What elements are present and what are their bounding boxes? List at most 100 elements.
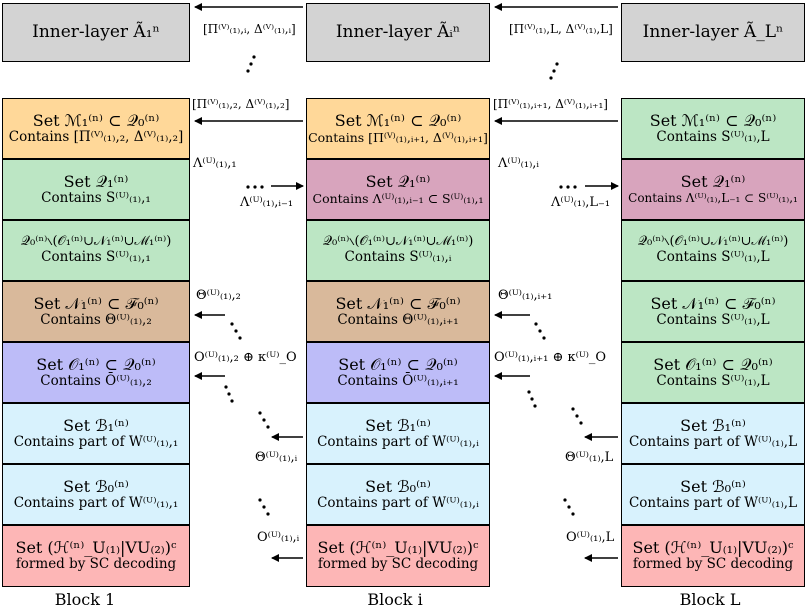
set-block-L-b1: Set ℬ₁⁽ⁿ⁾Contains part of W⁽ᵁ⁾₍₁₎,L: [621, 403, 805, 464]
label-o-L: O⁽ᵁ⁾₍₁₎,L: [566, 530, 615, 545]
set-block-1-o1: Set 𝒪₁⁽ⁿ⁾ ⊂ 𝒬₀⁽ⁿ⁾Contains Ō⁽ᵁ⁾₍₁₎,₂: [2, 342, 190, 403]
set-title: Set 𝒬₁⁽ⁿ⁾: [63, 171, 129, 191]
set-block-i-q1: Set 𝒬₁⁽ⁿ⁾Contains Λ⁽ᵁ⁾₍₁₎,ᵢ₋₁ ⊂ S⁽ᵁ⁾₍₁₎,…: [306, 159, 490, 220]
set-contents: Contains S⁽ᵁ⁾₍₁₎,L: [656, 311, 770, 328]
set-block-1-b0: Set ℬ₀⁽ⁿ⁾Contains part of W⁽ᵁ⁾₍₁₎,₁: [2, 464, 190, 525]
ellipsis-dot: [534, 322, 538, 326]
ellipsis-dot: [246, 69, 250, 73]
header-label: Inner-layer Ã_Lⁿ: [642, 21, 784, 42]
inner-layer-header-i: Inner-layer Ãᵢⁿ: [306, 3, 490, 62]
set-title: Set 𝒬₁⁽ⁿ⁾: [365, 172, 431, 192]
set-block-L-n1: Set 𝒩₁⁽ⁿ⁾ ⊂ ℱ₀⁽ⁿ⁾Contains S⁽ᵁ⁾₍₁₎,L: [621, 281, 805, 342]
set-title: Set 𝒬₁⁽ⁿ⁾: [680, 172, 746, 192]
ellipsis-dot: [258, 411, 262, 415]
ellipsis-dot: [563, 498, 567, 502]
block-label-L: Block L: [679, 590, 741, 609]
ellipsis-dot: [571, 407, 575, 411]
set-block-1-b1: Set ℬ₁⁽ⁿ⁾Contains part of W⁽ᵁ⁾₍₁₎,₁: [2, 403, 190, 464]
ellipsis-dot: [559, 185, 563, 189]
set-block-i-b1: Set ℬ₁⁽ⁿ⁾Contains part of W⁽ᵁ⁾₍₁₎,ᵢ: [306, 403, 490, 464]
set-block-1-q1: Set 𝒬₁⁽ⁿ⁾Contains S⁽ᵁ⁾₍₁₎,₁: [2, 159, 190, 220]
label-lambda-im1: Λ⁽ᵁ⁾₍₁₎,ᵢ₋₁: [240, 195, 294, 210]
label-o-i1: O⁽ᵁ⁾₍₁₎,ᵢ₊₁ ⊕ κ⁽ᵁ⁾_O: [494, 350, 607, 365]
set-title: Set 𝒪₁⁽ⁿ⁾ ⊂ 𝒬₀⁽ⁿ⁾: [338, 354, 458, 374]
set-block-L-o1: Set 𝒪₁⁽ⁿ⁾ ⊂ 𝒬₀⁽ⁿ⁾Contains S⁽ᵁ⁾₍₁₎,L: [621, 342, 805, 403]
set-contents: Contains S⁽ᵁ⁾₍₁₎,ᵢ: [344, 249, 452, 266]
set-contents: Contains S⁽ᵁ⁾₍₁₎,L: [656, 128, 770, 145]
set-title: 𝒬₀⁽ⁿ⁾∖(𝒪₁⁽ⁿ⁾∪𝒩₁⁽ⁿ⁾∪ℳ₁⁽ⁿ⁾): [322, 234, 474, 250]
set-contents: Contains S⁽ᵁ⁾₍₁₎,L: [656, 372, 770, 389]
set-block-i-m1: Set ℳ₁⁽ⁿ⁾ ⊂ 𝒬₀⁽ⁿ⁾Contains [Π⁽ⱽ⁾₍₁₎,ᵢ₊₁, …: [306, 98, 490, 159]
ellipsis-dot: [249, 62, 253, 66]
set-contents: formed by SC decoding: [632, 556, 794, 573]
set-title: Set ℬ₁⁽ⁿ⁾: [365, 415, 431, 435]
ellipsis-dot: [262, 418, 266, 422]
set-title: Set 𝒩₁⁽ⁿ⁾ ⊂ ℱ₀⁽ⁿ⁾: [335, 293, 461, 313]
set-title: Set 𝒪₁⁽ⁿ⁾ ⊂ 𝒬₀⁽ⁿ⁾: [653, 354, 773, 374]
set-contents: Contains Λ⁽ᵁ⁾₍₁₎,L₋₁ ⊂ S⁽ᵁ⁾₍₁₎,₁: [628, 190, 798, 205]
set-contents: Contains Ō⁽ᵁ⁾₍₁₎,₂: [40, 372, 152, 389]
ellipsis-dot: [266, 425, 270, 429]
set-title: 𝒬₀⁽ⁿ⁾∖(𝒪₁⁽ⁿ⁾∪𝒩₁⁽ⁿ⁾∪ℳ₁⁽ⁿ⁾): [637, 234, 789, 250]
label-o-i: O⁽ᵁ⁾₍₁₎,ᵢ: [257, 530, 300, 545]
ellipsis-dot: [266, 512, 270, 516]
set-title: Set (ℋ⁽ⁿ⁾_U₍₁₎|VU₍₂₎)ᶜ: [317, 538, 479, 558]
set-contents: Contains S⁽ᵁ⁾₍₁₎,₁: [41, 189, 151, 206]
set-block-i-rest: 𝒬₀⁽ⁿ⁾∖(𝒪₁⁽ⁿ⁾∪𝒩₁⁽ⁿ⁾∪ℳ₁⁽ⁿ⁾)Contains S⁽ᵁ⁾₍₁…: [306, 220, 490, 281]
set-title: Set (ℋ⁽ⁿ⁾_U₍₁₎|VU₍₂₎)ᶜ: [15, 538, 177, 558]
ellipsis-dot: [238, 336, 242, 340]
set-block-1-m1: Set ℳ₁⁽ⁿ⁾ ⊂ 𝒬₀⁽ⁿ⁾Contains [Π⁽ⱽ⁾₍₁₎,₂, Δ⁽…: [2, 98, 190, 159]
set-contents: formed by SC decoding: [15, 556, 177, 573]
set-contents: formed by SC decoding: [317, 556, 479, 573]
set-contents: Contains Ō⁽ᵁ⁾₍₁₎,ᵢ₊₁: [337, 372, 459, 389]
label-lambda-Lm1: Λ⁽ᵁ⁾₍₁₎,L₋₁: [551, 195, 611, 210]
ellipsis-dot: [260, 185, 264, 189]
inner-layer-header-1: Inner-layer Ã₁ⁿ: [2, 3, 190, 62]
set-contents: Contains Θ⁽ᵁ⁾₍₁₎,₂: [40, 311, 152, 328]
set-contents: Contains Λ⁽ᵁ⁾₍₁₎,ᵢ₋₁ ⊂ S⁽ᵁ⁾₍₁₎,₁: [312, 190, 484, 206]
ellipsis-dot: [224, 385, 228, 389]
set-block-i-o1: Set 𝒪₁⁽ⁿ⁾ ⊂ 𝒬₀⁽ⁿ⁾Contains Ō⁽ᵁ⁾₍₁₎,ᵢ₊₁: [306, 342, 490, 403]
set-block-i-n1: Set 𝒩₁⁽ⁿ⁾ ⊂ ℱ₀⁽ⁿ⁾Contains Θ⁽ᵁ⁾₍₁₎,ᵢ₊₁: [306, 281, 490, 342]
ellipsis-dot: [571, 512, 575, 516]
inner-layer-header-L: Inner-layer Ã_Lⁿ: [621, 3, 805, 62]
set-title: Set ℬ₁⁽ⁿ⁾: [63, 415, 129, 435]
set-contents: Contains S⁽ᵁ⁾₍₁₎,₁: [41, 249, 151, 266]
ellipsis-dot: [253, 185, 257, 189]
label-lambda-i: Λ⁽ᵁ⁾₍₁₎,ᵢ: [498, 156, 540, 171]
ellipsis-dot: [573, 185, 577, 189]
ellipsis-dot: [252, 55, 256, 59]
label-pi-i1: [Π⁽ⱽ⁾₍₁₎,ᵢ₊₁, Δ⁽ⱽ⁾₍₁₎,ᵢ₊₁]: [493, 97, 608, 111]
set-title: Set ℬ₀⁽ⁿ⁾: [365, 476, 431, 496]
set-title: Set ℳ₁⁽ⁿ⁾ ⊂ 𝒬₀⁽ⁿ⁾: [649, 110, 777, 130]
set-title: Set 𝒪₁⁽ⁿ⁾ ⊂ 𝒬₀⁽ⁿ⁾: [36, 354, 156, 374]
set-block-1-rest: 𝒬₀⁽ⁿ⁾∖(𝒪₁⁽ⁿ⁾∪𝒩₁⁽ⁿ⁾∪ℳ₁⁽ⁿ⁾)Contains S⁽ᵁ⁾₍₁…: [2, 220, 190, 281]
label-theta-i1: Θ⁽ᵁ⁾₍₁₎,ᵢ₊₁: [498, 288, 553, 303]
set-title: Set ℬ₀⁽ⁿ⁾: [63, 476, 129, 496]
label-pi-i: [Π⁽ⱽ⁾₍₁₎,ᵢ, Δ⁽ⱽ⁾₍₁₎,ᵢ]: [203, 22, 296, 36]
set-title: Set ℳ₁⁽ⁿ⁾ ⊂ 𝒬₀⁽ⁿ⁾: [32, 110, 160, 130]
set-block-L-b0: Set ℬ₀⁽ⁿ⁾Contains part of W⁽ᵁ⁾₍₁₎,L: [621, 464, 805, 525]
ellipsis-dot: [566, 185, 570, 189]
ellipsis-dot: [530, 397, 534, 401]
set-contents: Contains part of W⁽ᵁ⁾₍₁₎,ᵢ: [317, 433, 479, 450]
set-title: Set (ℋ⁽ⁿ⁾_U₍₁₎|VU₍₂₎)ᶜ: [632, 538, 794, 558]
set-contents: Contains [Π⁽ⱽ⁾₍₁₎,ᵢ₊₁, Δ⁽ⱽ⁾₍₁₎,ᵢ₊₁]: [308, 129, 488, 145]
ellipsis-dot: [246, 185, 250, 189]
set-contents: Contains [Π⁽ⱽ⁾₍₁₎,₂, Δ⁽ⱽ⁾₍₁₎,₂]: [8, 128, 184, 145]
ellipsis-dot: [555, 62, 559, 66]
ellipsis-dot: [567, 505, 571, 509]
set-block-i-b0: Set ℬ₀⁽ⁿ⁾Contains part of W⁽ᵁ⁾₍₁₎,ᵢ: [306, 464, 490, 525]
set-contents: Contains part of W⁽ᵁ⁾₍₁₎,L: [628, 433, 798, 450]
set-title: Set ℬ₁⁽ⁿ⁾: [680, 415, 746, 435]
set-title: Set ℳ₁⁽ⁿ⁾ ⊂ 𝒬₀⁽ⁿ⁾: [334, 111, 462, 131]
label-lambda-1: Λ⁽ᵁ⁾₍₁₎,₁: [193, 156, 237, 171]
set-title: Set 𝒩₁⁽ⁿ⁾ ⊂ ℱ₀⁽ⁿ⁾: [33, 293, 159, 313]
set-title: 𝒬₀⁽ⁿ⁾∖(𝒪₁⁽ⁿ⁾∪𝒩₁⁽ⁿ⁾∪ℳ₁⁽ⁿ⁾): [20, 234, 172, 250]
ellipsis-dot: [234, 329, 238, 333]
set-contents: Contains part of W⁽ᵁ⁾₍₁₎,₁: [13, 494, 179, 511]
